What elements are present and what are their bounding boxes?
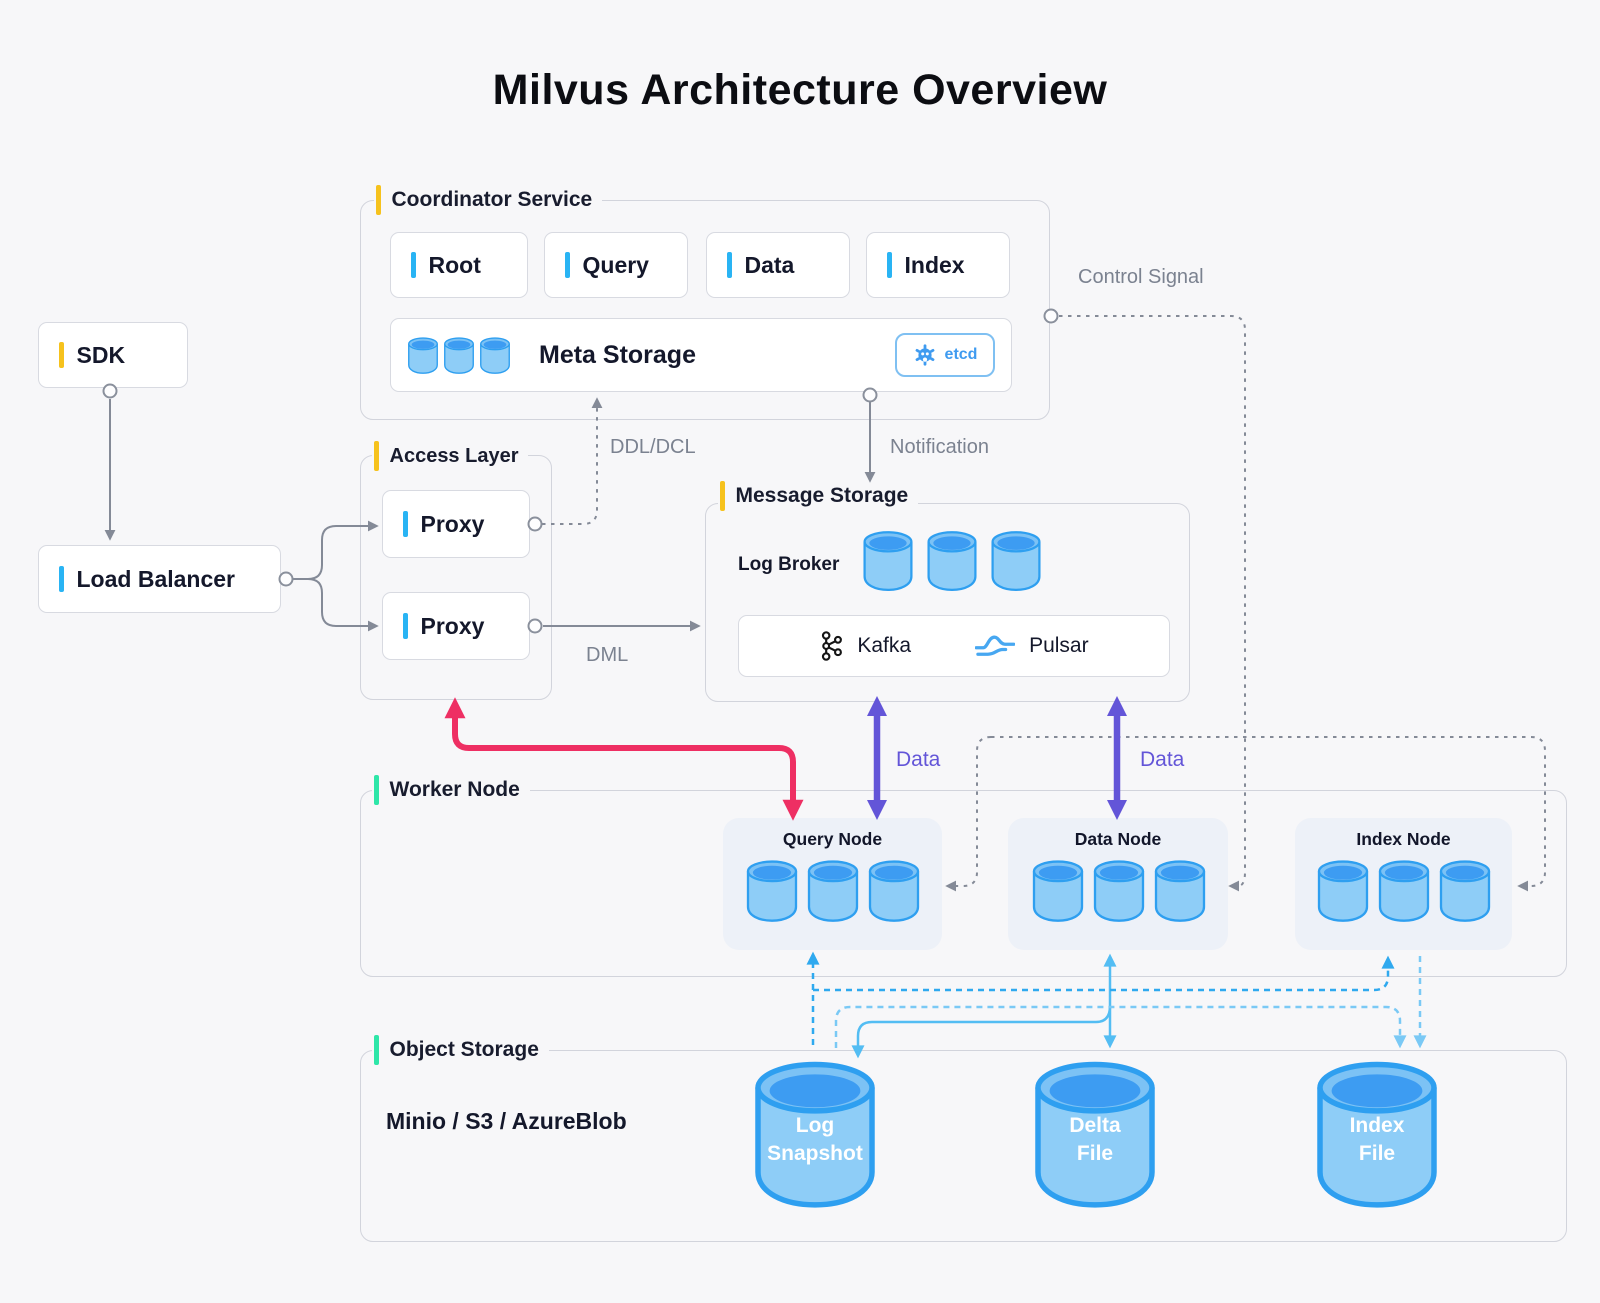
load-balancer-box: Load Balancer xyxy=(38,545,281,613)
access-layer-label: Access Layer xyxy=(372,440,529,472)
connector-dot xyxy=(278,571,294,587)
ddl-dcl-label: DDL/DCL xyxy=(610,436,696,458)
database-icon xyxy=(862,528,914,592)
database-icon xyxy=(867,858,921,922)
loadbalancer-to-proxy1-arrow xyxy=(291,520,379,580)
blue-accent-bar xyxy=(403,511,408,537)
query-node-databases xyxy=(745,858,921,922)
broker-engines-box: Kafka Pulsar xyxy=(738,615,1170,677)
sdk-box: SDK xyxy=(38,322,188,388)
proxy-box-1: Proxy xyxy=(382,490,530,558)
yellow-accent-bar xyxy=(374,441,379,471)
database-icon xyxy=(806,858,860,922)
database-icon xyxy=(1092,858,1146,922)
kafka-label: Kafka xyxy=(857,634,912,657)
yellow-accent-bar xyxy=(376,185,381,215)
object-storage-label: Object Storage xyxy=(372,1034,549,1066)
log-snapshot-cylinder: Log Snapshot xyxy=(745,1056,885,1208)
meta-storage-label: Meta Storage xyxy=(539,340,696,369)
log-broker-label: Log Broker xyxy=(738,554,840,575)
index-node-title: Index Node xyxy=(1356,829,1451,849)
database-icon xyxy=(1153,858,1207,922)
blue-accent-bar xyxy=(727,252,732,278)
query-coord-box: Query xyxy=(544,232,688,298)
data-node-title: Data Node xyxy=(1074,829,1162,849)
coordinator-service-label: Coordinator Service xyxy=(374,184,603,216)
data-label-datanode: Data xyxy=(1140,748,1185,771)
query-node-title: Query Node xyxy=(782,829,883,849)
notification-label: Notification xyxy=(890,436,989,458)
kafka-icon xyxy=(822,631,843,661)
database-icon xyxy=(407,336,439,374)
database-icon xyxy=(745,858,799,922)
delta-file-label: Delta File xyxy=(1069,1114,1121,1166)
database-icon xyxy=(926,528,978,592)
delta-file-cylinder: Delta File xyxy=(1025,1056,1165,1208)
loadbalancer-to-proxy2-arrow xyxy=(291,578,379,632)
worker-node-label: Worker Node xyxy=(372,774,530,806)
index-file-label: Index File xyxy=(1349,1114,1405,1166)
data-node-databases xyxy=(1031,858,1207,922)
data-coord-box: Data xyxy=(706,232,850,298)
database-icon xyxy=(1316,858,1370,922)
control-signal-label: Control Signal xyxy=(1078,266,1204,288)
proxy-box-2: Proxy xyxy=(382,592,530,660)
data-node-panel: Data Node xyxy=(1008,818,1228,950)
query-node-panel: Query Node xyxy=(723,818,942,950)
pulsar-icon xyxy=(975,635,1016,656)
root-coord-box: Root xyxy=(390,232,528,298)
etcd-badge: etcd xyxy=(895,333,995,377)
database-icons xyxy=(407,336,511,374)
yellow-accent-bar xyxy=(59,342,64,368)
datanode-logsnapshot-edge xyxy=(851,1005,1112,1059)
blue-accent-bar xyxy=(411,252,416,278)
database-icon xyxy=(1377,858,1431,922)
database-icon xyxy=(479,336,511,374)
blue-accent-bar xyxy=(403,613,408,639)
index-node-databases xyxy=(1316,858,1492,922)
data-label-query: Data xyxy=(896,748,941,771)
object-storage-providers: Minio / S3 / AzureBlob xyxy=(386,1108,627,1134)
dml-label: DML xyxy=(586,644,629,666)
yellow-accent-bar xyxy=(720,481,725,511)
blue-accent-bar xyxy=(887,252,892,278)
log-broker-icons xyxy=(862,528,1042,592)
index-coord-box: Index xyxy=(866,232,1010,298)
logsnapshot-to-indexfile-edge xyxy=(834,1005,1407,1049)
blue-accent-bar xyxy=(59,566,64,592)
database-icon xyxy=(1438,858,1492,922)
mint-accent-bar xyxy=(374,1035,379,1065)
database-icon xyxy=(990,528,1042,592)
etcd-gear-icon xyxy=(915,344,934,366)
database-icon xyxy=(1031,858,1085,922)
blue-accent-bar xyxy=(565,252,570,278)
index-node-panel: Index Node xyxy=(1295,818,1512,950)
mint-accent-bar xyxy=(374,775,379,805)
object-storage-box xyxy=(360,1050,1567,1242)
index-file-cylinder: Index File xyxy=(1307,1056,1447,1208)
pulsar-label: Pulsar xyxy=(1029,634,1089,657)
log-snapshot-label: Log Snapshot xyxy=(767,1114,863,1166)
database-icon xyxy=(443,336,475,374)
message-storage-label: Message Storage xyxy=(718,480,919,512)
page-title: Milvus Architecture Overview xyxy=(492,66,1108,114)
